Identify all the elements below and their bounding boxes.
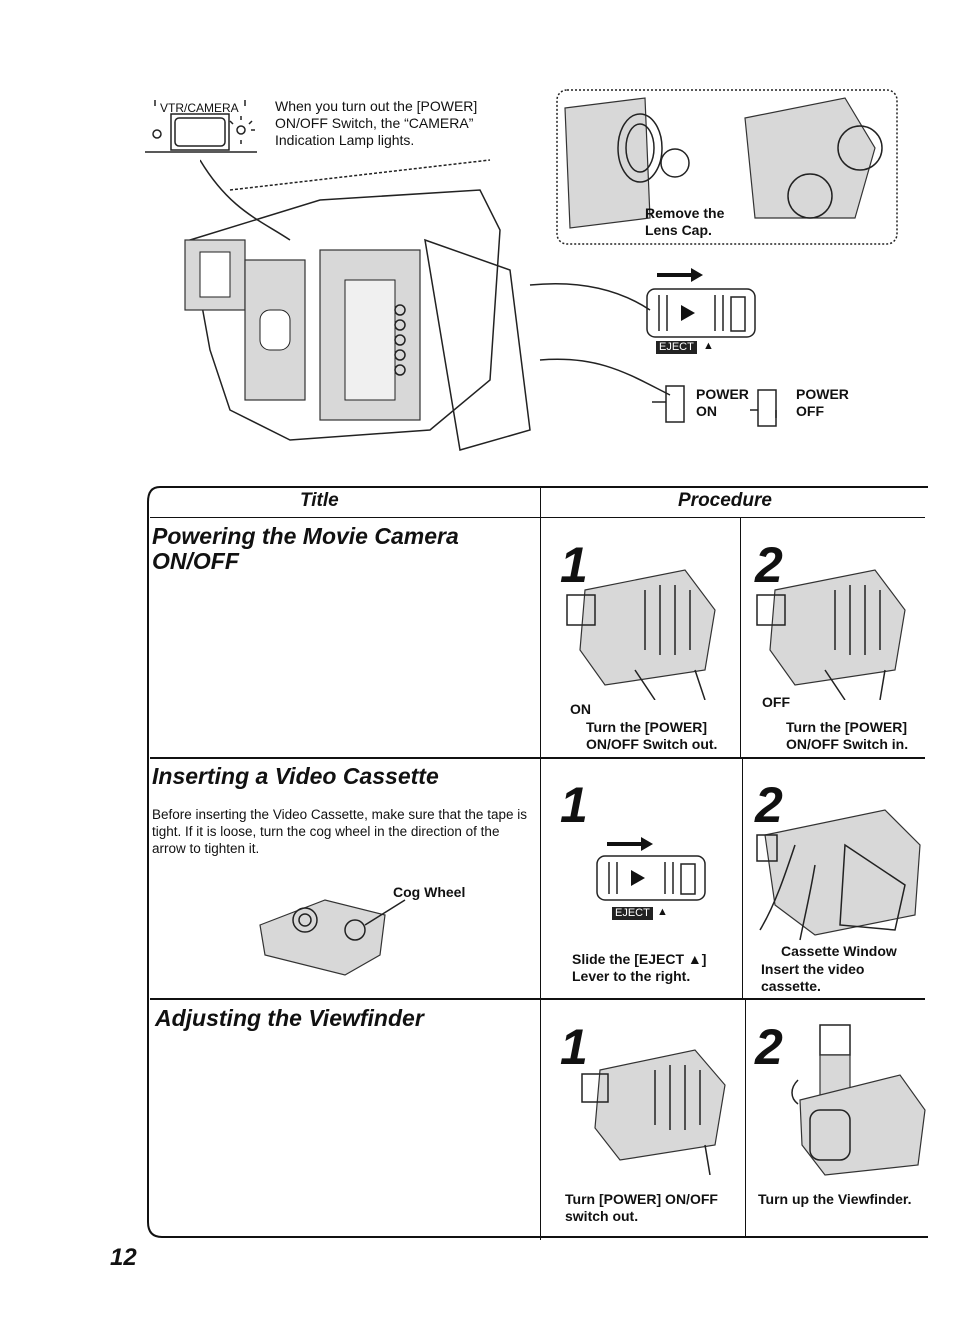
step-tag-on: ON xyxy=(570,701,591,717)
camcorder-power-out-illustration xyxy=(581,1049,726,1175)
row-title-powering: Powering the Movie Camera ON/OFF xyxy=(152,523,459,574)
camcorder-hand-off-illustration xyxy=(756,569,906,700)
row-divider-2 xyxy=(150,998,925,1000)
step-number: 1 xyxy=(560,1019,588,1075)
power-switch-icon xyxy=(652,385,777,427)
step-divider-1 xyxy=(740,518,741,757)
video-cassette-illustration xyxy=(259,899,406,976)
step-divider-3 xyxy=(745,1000,746,1238)
camcorder-hand-on-illustration xyxy=(566,569,716,700)
camcorder-open-illustration xyxy=(184,159,531,451)
step-caption: Turn up the Viewfinder. xyxy=(758,1191,912,1207)
step-tag-off: OFF xyxy=(762,694,790,710)
step-caption: Turn the [POWER] ON/OFF Switch out. xyxy=(586,719,718,752)
cassette-window-label: Cassette Window xyxy=(781,943,897,959)
step-caption: Turn [POWER] ON/OFF switch out. xyxy=(565,1191,718,1224)
eject-badge: EJECT xyxy=(656,341,697,354)
eject-lever-illustration xyxy=(646,268,756,338)
step-number: 2 xyxy=(755,777,783,833)
page-number: 12 xyxy=(110,1244,137,1271)
step-number: 2 xyxy=(755,537,783,593)
step-number: 1 xyxy=(560,537,588,593)
eject-arrow-icon: ▲ xyxy=(657,906,668,918)
step-caption: Slide the [EJECT ▲] Lever to the right. xyxy=(572,951,707,984)
row-title-viewfinder: Adjusting the Viewfinder xyxy=(155,1005,424,1031)
col-divider xyxy=(540,487,541,1240)
eject-badge: EJECT xyxy=(612,907,653,920)
step-caption: Turn the [POWER] ON/OFF Switch in. xyxy=(786,719,909,752)
row-description: Before inserting the Video Cassette, mak… xyxy=(152,807,527,856)
power-on-label: POWER ON xyxy=(696,386,749,419)
power-off-label: POWER OFF xyxy=(796,386,849,419)
lens-cap-label: Remove the Lens Cap. xyxy=(645,205,725,238)
camcorder-viewfinder-up-illustration xyxy=(791,1024,926,1176)
indicator-lamp-note: When you turn out the [POWER] ON/OFF Swi… xyxy=(275,98,478,148)
col-title-header: Title xyxy=(300,490,339,511)
vtr-camera-indicator-icon xyxy=(145,100,257,153)
insert-cassette-illustration xyxy=(756,809,921,941)
table-frame xyxy=(147,486,928,1238)
eject-arrow-icon: ▲ xyxy=(703,340,714,352)
row-title-inserting: Inserting a Video Cassette xyxy=(152,763,439,789)
row-divider-1 xyxy=(150,757,925,759)
col-procedure-header: Procedure xyxy=(678,490,772,511)
vtr-camera-label: VTR/CAMERA xyxy=(160,101,239,115)
step-divider-2 xyxy=(742,759,743,998)
leader-lines xyxy=(200,159,671,396)
lens-cap-inset xyxy=(556,89,898,245)
eject-lever-step-illustration xyxy=(596,837,706,901)
cog-wheel-label: Cog Wheel xyxy=(393,884,466,900)
step-number: 1 xyxy=(560,777,588,833)
header-underline xyxy=(150,517,925,518)
step-number: 2 xyxy=(755,1019,783,1075)
step-caption: Insert the video cassette. xyxy=(761,961,865,994)
